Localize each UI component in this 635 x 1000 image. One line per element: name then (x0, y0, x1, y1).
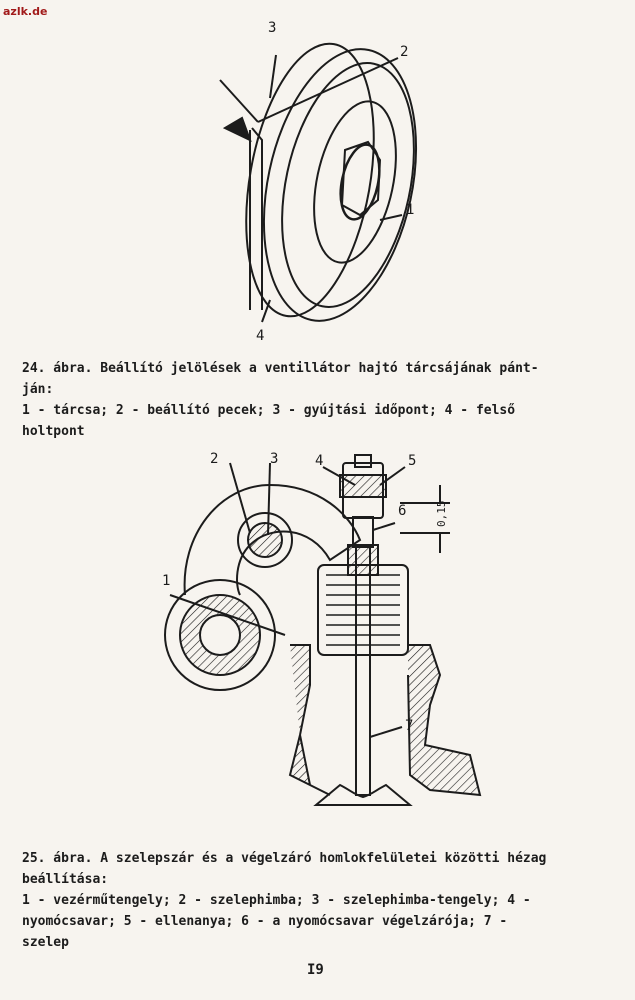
caption-line: 24. ábra. Beállító jelölések a ventillát… (22, 361, 539, 376)
caption-line: nyomócsavar; 5 - ellenanya; 6 - a nyomóc… (22, 914, 508, 929)
fig25-label-5: 5 (408, 453, 416, 469)
fig25-label-3: 3 (270, 451, 278, 467)
caption-line: 1 - vezérműtengely; 2 - szelephimba; 3 -… (22, 893, 531, 908)
fig24-label-3: 3 (268, 20, 276, 36)
figure-24-pulley-drawing: 3 2 1 4 (219, 20, 418, 340)
caption-line: 1 - tárcsa; 2 - beállító pecek; 3 - gyúj… (22, 403, 516, 418)
fig25-label-6: 6 (398, 503, 406, 519)
figure-24-caption: 24. ábra. Beállító jelölések a ventillát… (22, 358, 622, 442)
figure-25-caption: 25. ábra. A szelepszár és a végelzáró ho… (22, 848, 622, 953)
fig25-label-2: 2 (210, 451, 218, 467)
caption-line: ján: (22, 382, 54, 397)
fig25-label-1: 1 (162, 573, 170, 589)
page-number: I9 (307, 962, 324, 978)
caption-line: beállítása: (22, 872, 109, 887)
caption-line: szelep (22, 935, 69, 950)
fig25-gap-label: 0,15 (435, 501, 448, 528)
site-watermark: azlk.de (3, 5, 48, 18)
caption-line: holtpont (22, 424, 85, 439)
fig25-label-4: 4 (315, 453, 323, 469)
caption-line: 25. ábra. A szelepszár és a végelzáró ho… (22, 851, 547, 866)
fig24-label-1: 1 (406, 202, 414, 218)
fig25-label-7: 7 (405, 718, 413, 734)
fig24-label-4: 4 (256, 328, 264, 340)
figure-25-valve-drawing: 2 3 4 5 6 0,15 1 7 (162, 451, 482, 806)
fig24-label-2: 2 (400, 44, 408, 60)
